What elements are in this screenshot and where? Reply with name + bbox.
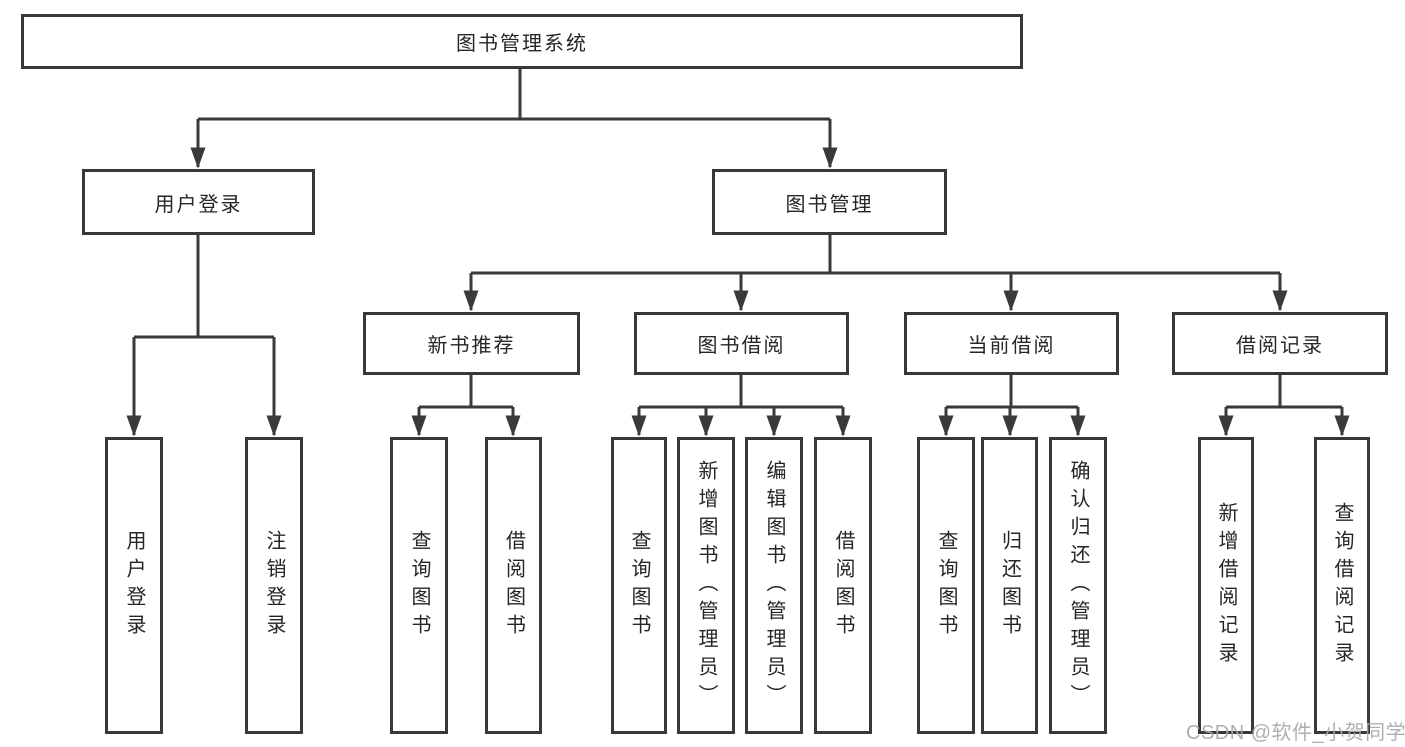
- connector-book-management-children: [463, 235, 1288, 312]
- connector-book-borrowing-children: [631, 375, 851, 437]
- node-new-book-recommend: 新书推荐: [363, 312, 580, 375]
- node-borrowing-records: 借阅记录: [1172, 312, 1388, 375]
- node-user-login: 用户登录: [82, 169, 315, 235]
- node-book-borrowing: 图书借阅: [634, 312, 849, 375]
- connector-current-borrowing-children: [938, 375, 1086, 437]
- leaf-confirm-return-admin: 确认归还（管理员）: [1049, 437, 1107, 734]
- leaf-user-login: 用户登录: [105, 437, 163, 734]
- leaf-add-book-admin: 新增图书（管理员）: [677, 437, 735, 734]
- leaf-query-borrow-record: 查询借阅记录: [1314, 437, 1370, 734]
- leaf-edit-book-admin: 编辑图书（管理员）: [745, 437, 803, 734]
- connector-root-to-level2: [190, 68, 838, 169]
- leaf-borrow-books-borrowing: 借阅图书: [814, 437, 872, 734]
- node-root-system: 图书管理系统: [21, 14, 1023, 69]
- leaf-query-books-current: 查询图书: [917, 437, 975, 734]
- leaf-query-books-borrowing: 查询图书: [611, 437, 667, 734]
- leaf-borrow-books-recommend: 借阅图书: [485, 437, 542, 734]
- connector-borrowing-records-children: [1218, 375, 1350, 437]
- connector-new-book-recommend-children: [411, 375, 521, 437]
- leaf-add-borrow-record: 新增借阅记录: [1198, 437, 1254, 734]
- node-book-management: 图书管理: [712, 169, 947, 235]
- watermark: CSDN @软件_小贺同学: [1186, 722, 1405, 744]
- leaf-return-book: 归还图书: [981, 437, 1038, 734]
- leaf-logout: 注销登录: [245, 437, 303, 734]
- leaf-query-books-recommend: 查询图书: [390, 437, 448, 734]
- node-current-borrowing: 当前借阅: [904, 312, 1119, 375]
- connector-user-login-children: [126, 235, 282, 437]
